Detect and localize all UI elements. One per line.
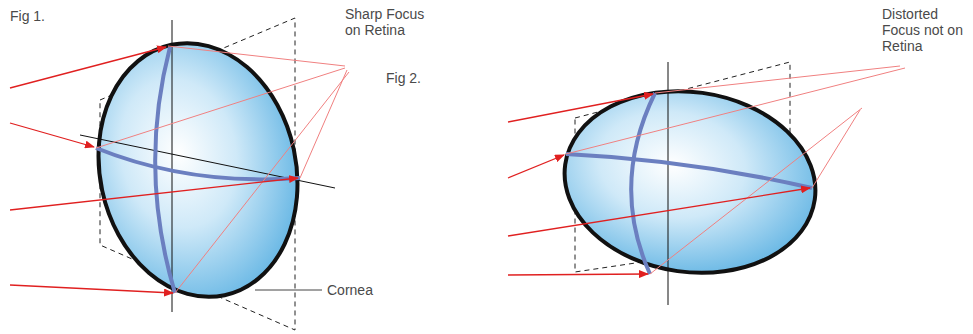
leader-line [255, 290, 322, 291]
horizontal-axis [80, 135, 335, 188]
cornea-oval [553, 75, 828, 288]
cornea-round [76, 24, 321, 315]
callout-label: Distorted Focus not on Retina [882, 6, 964, 54]
light-rays [10, 47, 298, 293]
meridian [631, 93, 655, 274]
figure-label: Fig 2. [386, 70, 456, 86]
focus-lines [566, 66, 905, 274]
vertical-axis [172, 20, 173, 312]
focus-lines [96, 46, 349, 293]
vertical-axis [668, 62, 669, 305]
light-rays [508, 94, 810, 275]
meridian [96, 148, 300, 179]
figure-label: Fig 1. [10, 8, 80, 24]
callout-label: Sharp Focus on Retina [345, 6, 425, 38]
meridian [566, 154, 812, 188]
part-label: Cornea [327, 282, 397, 298]
